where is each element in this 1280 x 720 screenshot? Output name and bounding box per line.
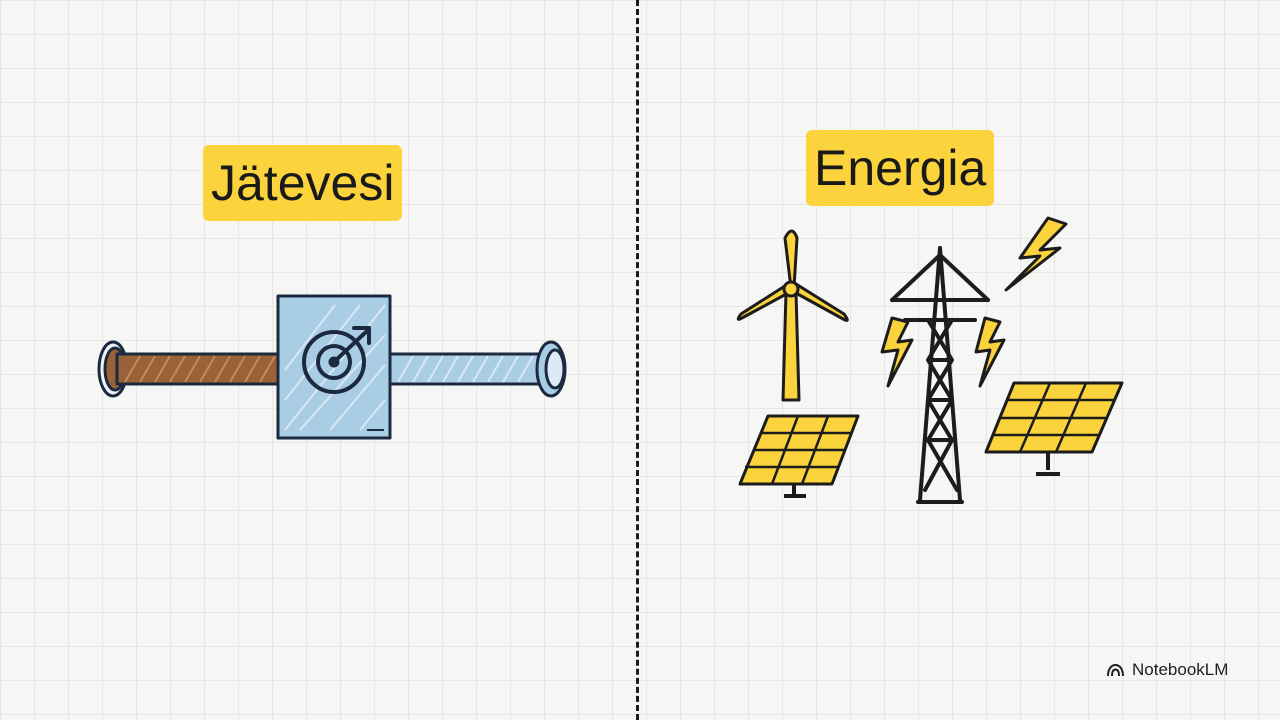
center-divider [636, 0, 639, 720]
power-pylon-icon [890, 246, 990, 504]
wind-turbine-icon [736, 229, 849, 402]
lightning-bolt-icon [880, 216, 1068, 388]
wastewater-pipe-icon [97, 294, 567, 440]
energy-label: Energia [806, 130, 995, 206]
brand-name: NotebookLM [1132, 660, 1229, 679]
notebooklm-logo-icon [1107, 663, 1124, 677]
brand-badge: NotebookLM [1106, 658, 1228, 682]
wastewater-label: Jätevesi [203, 145, 403, 221]
solar-panel-icon [738, 381, 1124, 498]
